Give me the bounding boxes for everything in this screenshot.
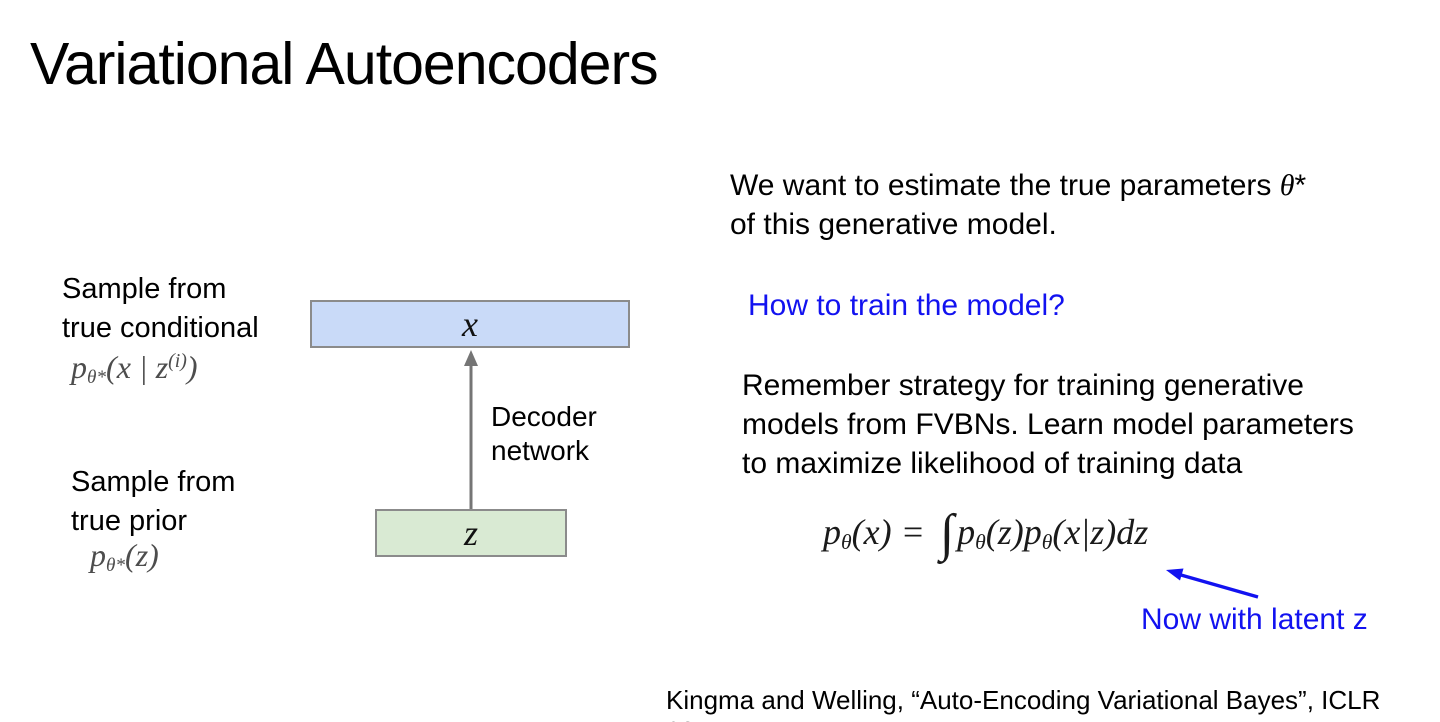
formula-end: ) xyxy=(186,349,198,385)
formula-subscript: θ* xyxy=(87,366,107,388)
text-line: to maximize likelihood of training data xyxy=(742,447,1243,480)
callout-up-left-arrow-icon xyxy=(1166,568,1259,599)
label-decoder-network: Decoder network xyxy=(491,400,597,468)
formula-base: p xyxy=(823,511,841,552)
node-z-label: z xyxy=(463,513,478,553)
label-sample-true-conditional: Sample from true conditional xyxy=(62,270,259,348)
star-symbol: * xyxy=(1294,169,1307,202)
label-line: Sample from xyxy=(71,466,236,498)
text-line: We want to estimate the true parameters … xyxy=(730,166,1306,205)
node-z-box: z xyxy=(375,509,567,557)
citation-text: Kingma and Welling, “Auto-Encoding Varia… xyxy=(666,685,1381,722)
formula-true-prior: pθ*(z) xyxy=(90,537,159,577)
text-training-strategy: Remember strategy for training generativ… xyxy=(742,366,1354,483)
formula-mid: (x | z xyxy=(106,349,169,385)
formula-marginal-likelihood: pθ(x) = ∫pθ(z)pθ(x|z)dz xyxy=(823,503,1148,563)
formula-end: (z) xyxy=(125,537,159,573)
formula-superscript: (i) xyxy=(168,350,187,373)
formula-base: p xyxy=(90,537,106,573)
formula-subscript: θ xyxy=(1041,530,1053,555)
decoder-up-arrow-icon xyxy=(464,350,478,509)
label-line: true prior xyxy=(71,505,188,537)
node-x-box: x xyxy=(310,300,630,348)
formula-true-conditional: pθ*(x | z(i)) xyxy=(71,349,198,389)
text-how-to-train: How to train the model? xyxy=(748,289,1065,322)
label-sample-true-prior: Sample from true prior xyxy=(71,463,235,541)
formula-end: dz xyxy=(1116,511,1149,552)
formula-mid: (z) xyxy=(985,511,1024,552)
label-line: network xyxy=(491,435,590,466)
formula-mid: (x) = xyxy=(851,511,934,552)
integral-symbol: ∫ xyxy=(939,504,955,562)
formula-mid: (x|z) xyxy=(1052,511,1117,552)
text-segment: We want to estimate the true parameters xyxy=(730,169,1280,202)
text-line: Remember strategy for training generativ… xyxy=(742,369,1304,402)
text-now-with-latent-z: Now with latent z xyxy=(1141,603,1368,636)
formula-base: p xyxy=(957,511,976,552)
label-line: true conditional xyxy=(62,312,259,344)
node-x-label: x xyxy=(462,304,478,344)
text-line: models from FVBNs. Learn model parameter… xyxy=(742,408,1354,441)
theta-symbol: θ xyxy=(1279,169,1295,202)
formula-base: p xyxy=(1023,511,1042,552)
formula-subscript: θ xyxy=(841,530,852,555)
slide-title: Variational Autoencoders xyxy=(30,31,659,97)
formula-base: p xyxy=(71,349,87,385)
formula-subscript: θ xyxy=(975,530,986,555)
formula-subscript: θ* xyxy=(106,554,126,576)
text-estimate-parameters: We want to estimate the true parameters … xyxy=(730,166,1306,244)
label-line: Decoder xyxy=(491,401,597,432)
label-line: Sample from xyxy=(62,273,227,305)
text-line: of this generative model. xyxy=(730,208,1057,241)
